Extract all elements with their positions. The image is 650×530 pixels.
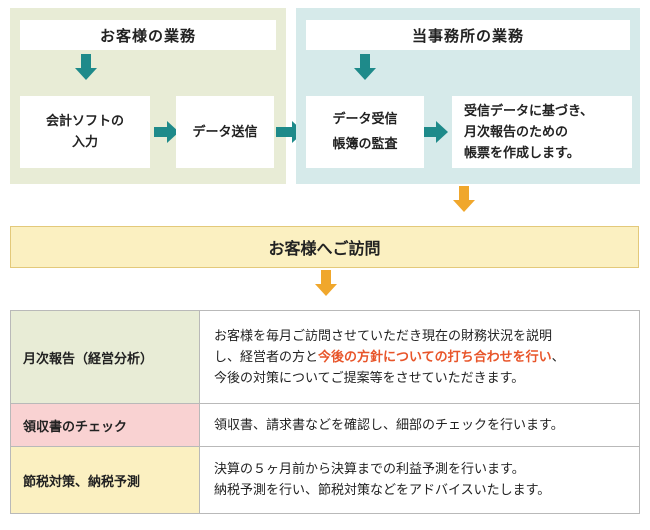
step-data-receive-label: データ受信 (332, 112, 398, 127)
step-create-report: 受信データに基づき、 月次報告のための 帳票を作成します。 (452, 96, 632, 168)
monthly-report-line1: お客様を毎月ご訪問させていただき現在の財務状況を説明 (214, 328, 553, 344)
tax-planning-line2: 納税予測を行い、節税対策などをアドバイスいたします。 (214, 483, 551, 498)
visit-to-details-arrow (321, 270, 331, 284)
receipt-check-label: 領収書のチェック (10, 403, 200, 447)
monthly-report-highlight: 今後の方針についての打ち合わせを行い (318, 349, 552, 365)
step-accounting-input-line1: 会計ソフトの (45, 114, 124, 129)
client-business-panel: お客様の業務 会計ソフトの 入力 データ送信 (10, 8, 286, 184)
monthly-report-line2-before: し、経営者の方と (214, 349, 319, 365)
step-create-report-line3: 帳票を作成します。 (464, 145, 580, 161)
step-accounting-input: 会計ソフトの 入力 (20, 96, 150, 168)
monthly-report-description: お客様を毎月ご訪問させていただき現在の財務状況を説明 し、経営者の方と今後の方針… (199, 310, 640, 404)
report-to-visit-arrow (459, 186, 469, 200)
table-row: 月次報告（経営分析） お客様を毎月ご訪問させていただき現在の財務状況を説明 し、… (10, 310, 640, 404)
input-to-send-arrow (154, 127, 167, 137)
receipt-check-line1: 領収書、請求書などを確認し、細部のチェックを行います。 (214, 417, 564, 433)
step-data-send: データ送信 (176, 96, 274, 168)
table-row: 領収書のチェック 領収書、請求書などを確認し、細部のチェックを行います。 (10, 403, 640, 447)
office-business-panel: 当事務所の業務 データ受信 帳簿の監査 受信データに基づき、 月次報告のための … (296, 8, 640, 184)
step-ledger-audit-label: 帳簿の監査 (332, 137, 398, 152)
office-business-header: 当事務所の業務 (306, 20, 630, 50)
client-visit-label: お客様へご訪問 (268, 239, 381, 258)
table-row: 節税対策、納税予測 決算の５ヶ月前から決算までの利益予測を行います。 納税予測を… (10, 446, 640, 514)
tax-planning-line1: 決算の５ヶ月前から決算までの利益予測を行います。 (214, 462, 525, 477)
send-to-receive-arrow (276, 127, 292, 137)
step-create-report-line1: 受信データに基づき、 (464, 103, 594, 119)
monthly-report-label: 月次報告（経営分析） (10, 310, 200, 404)
service-details-table: 月次報告（経営分析） お客様を毎月ご訪問させていただき現在の財務状況を説明 し、… (10, 310, 640, 514)
audit-to-report-arrowhead (436, 121, 448, 143)
step-accounting-input-line2: 入力 (71, 135, 98, 150)
client-business-header: お客様の業務 (20, 20, 276, 50)
client-header-down-arrowhead (75, 68, 97, 80)
step-data-receive-audit: データ受信 帳簿の監査 (306, 96, 424, 168)
monthly-report-line2-after: 、 (551, 349, 565, 365)
step-data-send-label: データ送信 (192, 124, 258, 140)
tax-planning-description: 決算の５ヶ月前から決算までの利益予測を行います。 納税予測を行い、節税対策などを… (199, 446, 640, 514)
office-header-down-arrowhead (354, 68, 376, 80)
office-header-down-arrow (360, 54, 370, 68)
report-to-visit-arrowhead (453, 200, 475, 212)
step-create-report-line2: 月次報告のための (464, 124, 569, 140)
client-header-down-arrow (81, 54, 91, 68)
client-visit-bar: お客様へご訪問 (10, 226, 639, 268)
audit-to-report-arrow (424, 127, 436, 137)
monthly-report-line3: 今後の対策についてご提案等をさせていただきます。 (214, 370, 525, 386)
tax-planning-label: 節税対策、納税予測 (10, 446, 200, 514)
receipt-check-description: 領収書、請求書などを確認し、細部のチェックを行います。 (199, 403, 640, 447)
visit-to-details-arrowhead (315, 284, 337, 296)
monthly-report-line2: し、経営者の方と今後の方針についての打ち合わせを行い、 (214, 347, 629, 368)
